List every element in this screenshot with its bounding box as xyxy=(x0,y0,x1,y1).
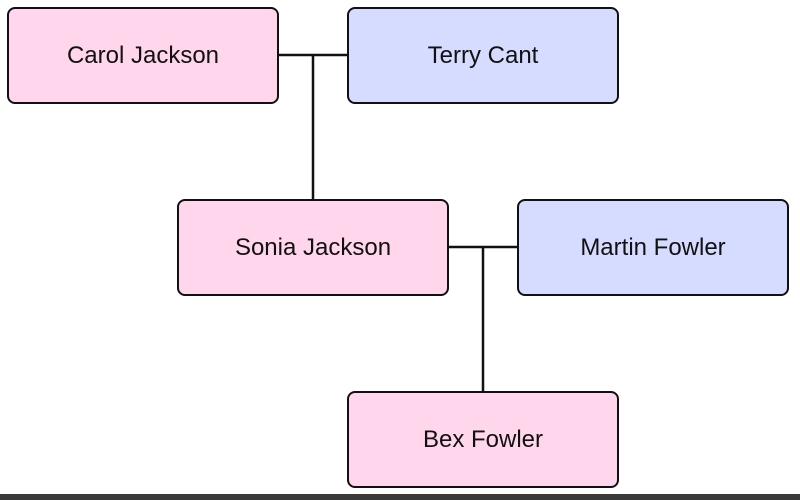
person-carol-jackson[interactable]: Carol Jackson xyxy=(7,7,279,104)
person-name: Carol Jackson xyxy=(66,41,220,69)
person-name: Sonia Jackson xyxy=(234,233,392,261)
person-terry-cant[interactable]: Terry Cant xyxy=(347,7,619,104)
person-martin-fowler[interactable]: Martin Fowler xyxy=(517,199,789,296)
person-name: Bex Fowler xyxy=(422,425,544,453)
person-name: Terry Cant xyxy=(427,41,539,69)
person-sonia-jackson[interactable]: Sonia Jackson xyxy=(177,199,449,296)
bottom-scrollbar[interactable] xyxy=(0,494,800,500)
person-name: Martin Fowler xyxy=(580,233,726,261)
person-bex-fowler[interactable]: Bex Fowler xyxy=(347,391,619,488)
